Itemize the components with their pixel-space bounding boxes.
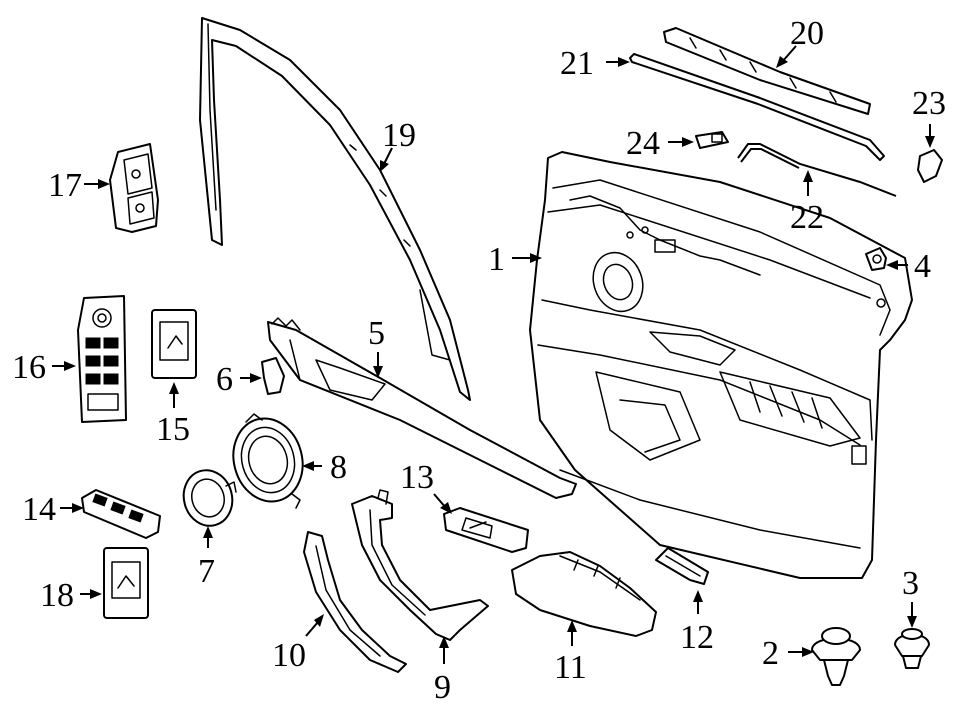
part-24-connector (695, 131, 729, 149)
part-10-handle-cover (303, 531, 407, 673)
callout-24: 24 (626, 125, 660, 162)
callout-18: 18 (40, 577, 74, 614)
part-21-seal-strip (629, 53, 885, 161)
part-7-speaker-ring (182, 469, 237, 527)
part-1-door-trim-panel (529, 151, 913, 579)
callout-7: 7 (198, 553, 215, 590)
part-3-grommet-clip (894, 628, 930, 669)
part-4-clip (865, 247, 887, 271)
callout-2: 2 (762, 635, 779, 672)
callout-5: 5 (368, 315, 385, 352)
part-14-window-switch (81, 489, 161, 539)
part-18-switch-bezel (103, 547, 149, 619)
callout-arrows (52, 45, 935, 664)
callout-9: 9 (434, 669, 451, 706)
part-19-frame-seal (199, 17, 471, 401)
callout-8: 8 (330, 449, 347, 486)
part-13-switch-bezel (443, 507, 529, 553)
part-17-switch-module (109, 143, 159, 233)
callout-1: 1 (488, 241, 505, 278)
callout-22: 22 (790, 199, 824, 236)
callout-14: 14 (22, 491, 56, 528)
callout-11: 11 (554, 649, 587, 686)
part-11-armrest-pad (511, 551, 657, 637)
callout-4: 4 (914, 248, 931, 285)
callout-labels: 1 2 3 4 5 6 7 8 9 10 11 12 13 14 15 16 1… (12, 15, 946, 706)
callout-12: 12 (680, 619, 714, 656)
part-9-handle-frame (351, 489, 489, 641)
part-6-clip (261, 357, 285, 395)
callout-23: 23 (912, 85, 946, 122)
callout-17: 17 (48, 167, 82, 204)
callout-13: 13 (400, 459, 434, 496)
part-15-switch (151, 309, 197, 379)
part-22-rod (737, 143, 897, 197)
part-20-belt-molding (663, 27, 871, 115)
part-23-clip (917, 149, 943, 183)
part-5-trim-strip (267, 317, 577, 499)
callout-6: 6 (216, 361, 233, 398)
callout-3: 3 (902, 565, 919, 602)
callout-15: 15 (156, 411, 190, 448)
part-12-switch-cover (655, 547, 709, 585)
callout-16: 16 (12, 349, 46, 386)
callout-19: 19 (382, 117, 416, 154)
part-8-speaker (232, 413, 304, 509)
part-16-master-switch (77, 295, 127, 423)
callout-20: 20 (790, 15, 824, 52)
callout-10: 10 (272, 637, 306, 674)
part-2-push-clip (811, 627, 861, 686)
callout-21: 21 (560, 45, 594, 82)
